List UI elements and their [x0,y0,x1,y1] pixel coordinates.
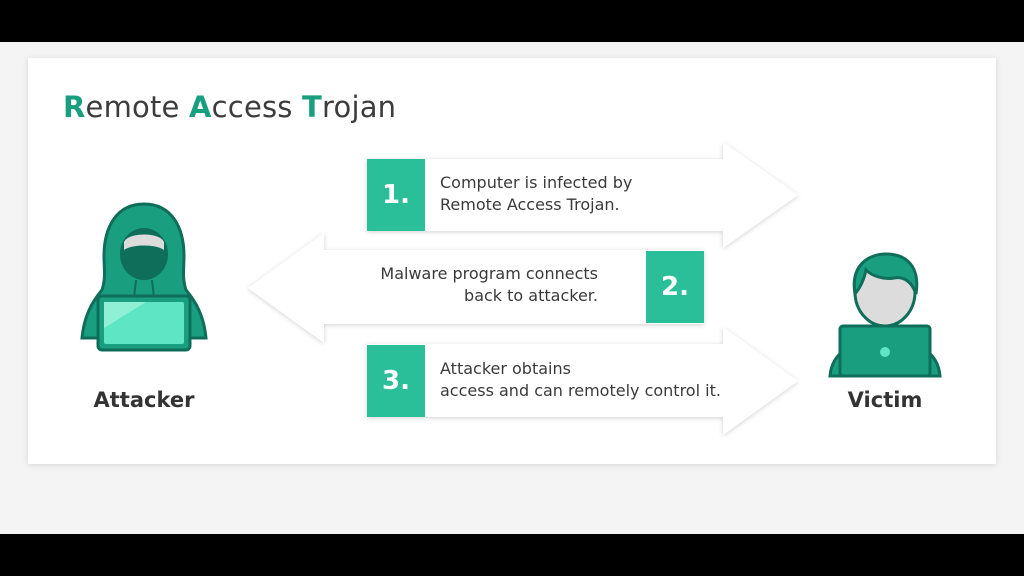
arrow-left-2 [248,233,704,343]
victim-person-icon [828,252,942,378]
step-3-text: Attacker obtains access and can remotely… [440,359,721,400]
hooded-attacker-icon [80,202,208,352]
arrow-right-1 [367,142,798,248]
attacker-label: Attacker [93,388,195,412]
diagram-title: Remote Access Trojan [63,90,397,124]
diagram-card: Remote Access Trojan 1. Computer is infe… [28,58,996,464]
slide-background: Remote Access Trojan 1. Computer is infe… [0,42,1024,534]
step-1-number-badge: 1. [367,159,425,231]
victim-label: Victim [847,388,923,412]
step-2-number-badge: 2. [646,251,704,323]
step-2-text: Malware program connects back to attacke… [380,264,598,305]
arrow-right-3 [367,327,798,435]
step-3-number-badge: 3. [367,345,425,417]
arrows-layer [248,142,798,435]
step-1-text: Computer is infected by Remote Access Tr… [440,173,633,214]
